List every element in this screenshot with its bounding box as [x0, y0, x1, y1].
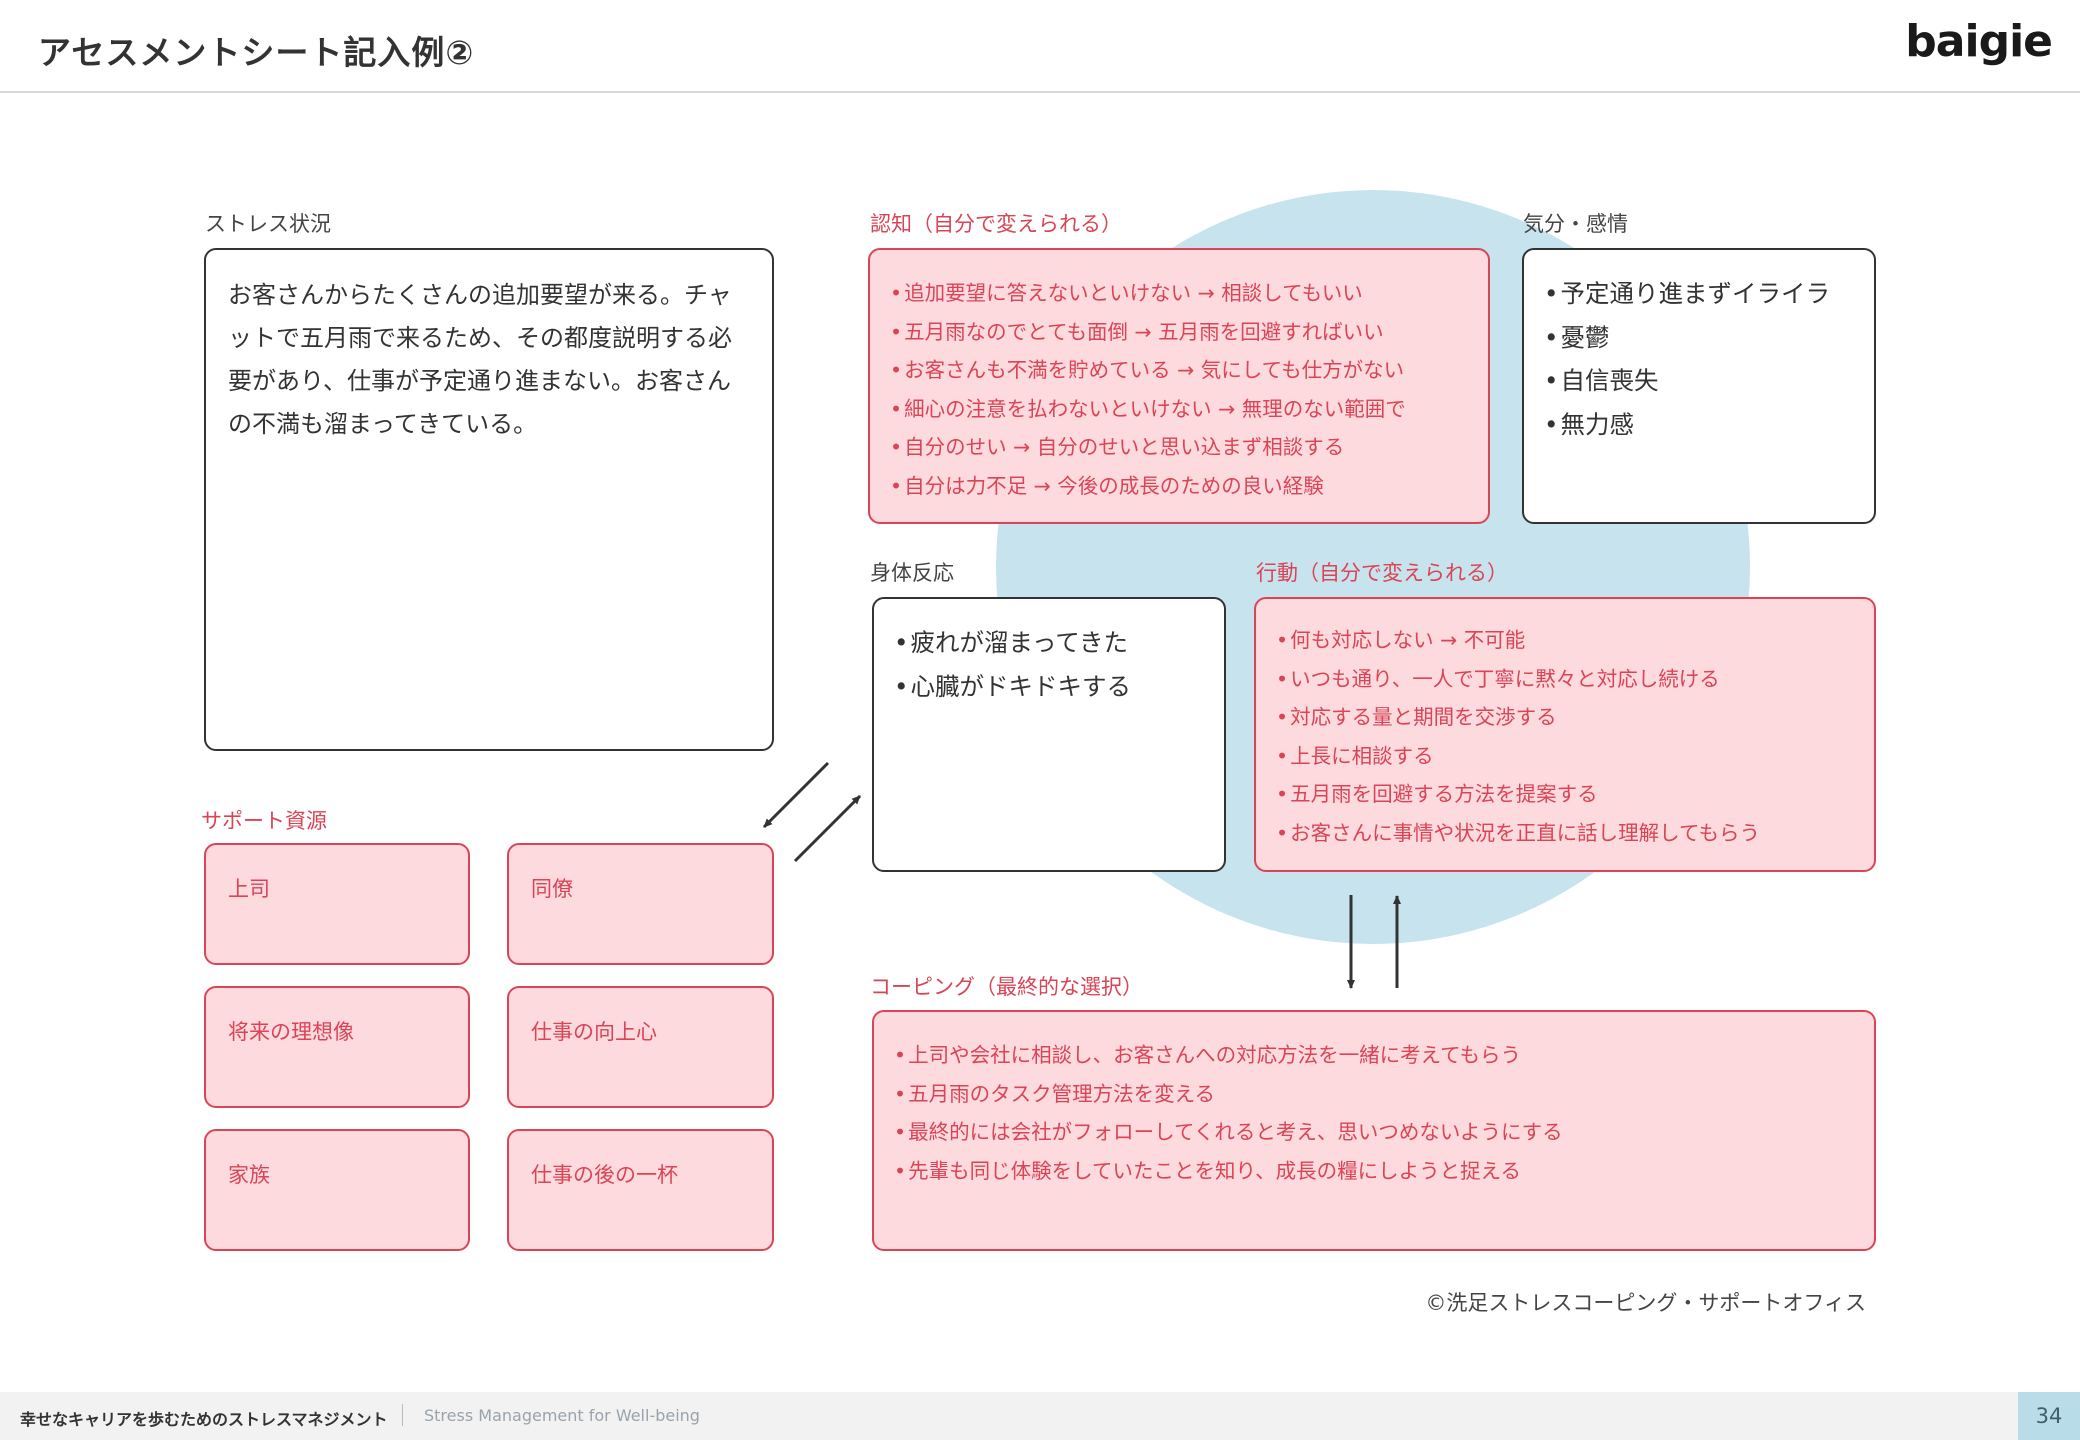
cognition-list: •追加要望に答えないといけない → 相談してもいい •五月雨なのでとても面倒 →…: [890, 274, 1478, 505]
list-item: •お客さんに事情や状況を正直に話し理解してもらう: [1276, 820, 1760, 845]
list-item: •五月雨を回避する方法を提案する: [1276, 782, 1598, 806]
slide-header: アセスメントシート記入例② baigie: [0, 0, 2080, 93]
support-label: サポート資源: [201, 809, 327, 833]
list-item: •上司や会社に相談し、お客さんへの対応方法を一緒に考えてもらう: [894, 1043, 1522, 1067]
list-item: •無力感: [1544, 409, 1634, 439]
list-item: •自分は力不足 → 今後の成長のための良い経験: [890, 473, 1324, 498]
support-item-ideal-self: 将来の理想像: [204, 986, 470, 1108]
footer-title: 幸せなキャリアを歩むためのストレスマネジメント: [20, 1410, 388, 1429]
list-item: •憂鬱: [1544, 322, 1610, 352]
support-item-ambition: 仕事の向上心: [507, 986, 774, 1108]
support-item-label: 将来の理想像: [228, 1020, 354, 1044]
slide-footer: 幸せなキャリアを歩むためのストレスマネジメント Stress Managemen…: [0, 1392, 2080, 1440]
coping-box: •上司や会社に相談し、お客さんへの対応方法を一緒に考えてもらう •五月雨のタスク…: [872, 1010, 1876, 1251]
support-item-boss: 上司: [204, 843, 470, 965]
list-item: •予定通り進まずイライラ: [1544, 279, 1830, 308]
list-item: •細心の注意を払わないといけない → 無理のない範囲で: [890, 396, 1406, 421]
coping-list: •上司や会社に相談し、お客さんへの対応方法を一緒に考えてもらう •五月雨のタスク…: [894, 1036, 1864, 1190]
page-title: アセスメントシート記入例②: [38, 33, 475, 72]
list-item: •対応する量と期間を交渉する: [1276, 705, 1557, 729]
support-item-label: 上司: [228, 877, 270, 901]
page-number: 34: [2018, 1392, 2080, 1440]
cognition-box: •追加要望に答えないといけない → 相談してもいい •五月雨なのでとても面倒 →…: [868, 248, 1490, 524]
arrow-to-support: [762, 761, 830, 829]
coping-label: コーピング（最終的な選択）: [870, 975, 1143, 999]
stress-box: お客さんからたくさんの追加要望が来る。チャットで五月雨で来るため、その都度説明す…: [204, 248, 774, 751]
body-label: 身体反応: [870, 561, 954, 585]
list-item: •五月雨なのでとても面倒 → 五月雨を回避すればいい: [890, 319, 1384, 344]
support-item-colleague: 同僚: [507, 843, 774, 965]
support-item-label: 同僚: [531, 877, 573, 901]
stress-text: お客さんからたくさんの追加要望が来る。チャットで五月雨で来るため、その都度説明す…: [228, 281, 732, 438]
support-item-label: 家族: [228, 1163, 270, 1187]
list-item: •追加要望に答えないといけない → 相談してもいい: [890, 281, 1363, 305]
list-item: •何も対応しない → 不可能: [1276, 628, 1526, 652]
list-item: •上長に相談する: [1276, 743, 1434, 768]
list-item: •心臓がドキドキする: [894, 671, 1131, 701]
cognition-label: 認知（自分で変えられる）: [870, 212, 1122, 236]
list-item: •疲れが溜まってきた: [894, 628, 1129, 657]
mood-list: •予定通り進まずイライラ •憂鬱 •自信喪失 •無力感: [1544, 272, 1864, 446]
footer-subtitle: Stress Management for Well-being: [424, 1406, 700, 1425]
arrow-to-body: [793, 794, 862, 863]
list-item: •自信喪失: [1544, 366, 1659, 395]
brand-logo[interactable]: baigie: [1905, 16, 2053, 67]
list-item: •最終的には会社がフォローしてくれると考え、思いつめないようにする: [894, 1120, 1563, 1144]
body-list: •疲れが溜まってきた •心臓がドキドキする: [894, 621, 1214, 708]
footer-divider: [402, 1404, 403, 1426]
list-item: •先輩も同じ体験をしていたことを知り、成長の糧にしようと捉える: [894, 1158, 1522, 1183]
support-item-label: 仕事の後の一杯: [531, 1163, 678, 1187]
support-item-family: 家族: [204, 1129, 470, 1251]
behavior-label: 行動（自分で変えられる）: [1256, 561, 1508, 585]
mood-box: •予定通り進まずイライラ •憂鬱 •自信喪失 •無力感: [1522, 248, 1876, 524]
list-item: •五月雨のタスク管理方法を変える: [894, 1081, 1215, 1106]
list-item: •いつも通り、一人で丁寧に黙々と対応し続ける: [1276, 666, 1720, 691]
body-box: •疲れが溜まってきた •心臓がドキドキする: [872, 597, 1226, 872]
behavior-list: •何も対応しない → 不可能 •いつも通り、一人で丁寧に黙々と対応し続ける •対…: [1276, 621, 1864, 852]
support-item-label: 仕事の向上心: [531, 1020, 657, 1044]
mood-label: 気分・感情: [1523, 212, 1628, 236]
list-item: •お客さんも不満を貯めている → 気にしても仕方がない: [890, 358, 1405, 382]
support-item-after-work-drink: 仕事の後の一杯: [507, 1129, 774, 1251]
copyright-text: ©洗足ストレスコーピング・サポートオフィス: [1425, 1291, 1866, 1315]
stress-label: ストレス状況: [205, 212, 331, 236]
list-item: •自分のせい → 自分のせいと思い込まず相談する: [890, 435, 1345, 459]
behavior-box: •何も対応しない → 不可能 •いつも通り、一人で丁寧に黙々と対応し続ける •対…: [1254, 597, 1876, 872]
